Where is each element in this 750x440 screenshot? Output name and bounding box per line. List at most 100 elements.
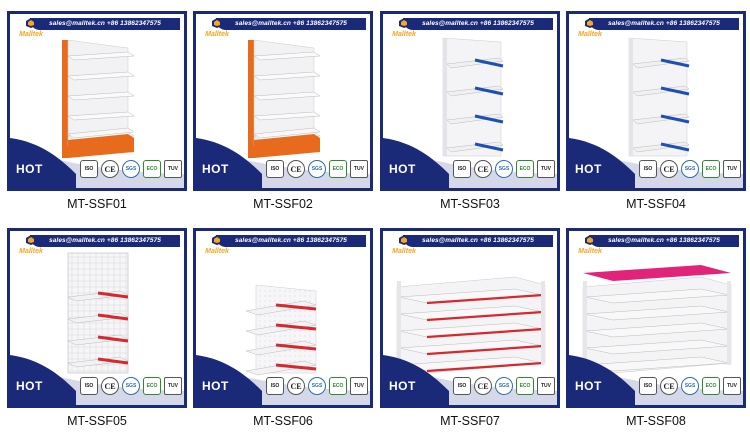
- brand-logo: Malltek: [16, 18, 46, 44]
- brand-name: Malltek: [578, 248, 602, 255]
- contact-banner: sales@malltek.cn +86 13862347575: [589, 235, 739, 247]
- eco-icon: ECO: [329, 377, 347, 395]
- product-image: [383, 34, 557, 159]
- contact-text: sales@malltek.cn +86 13862347575: [608, 237, 720, 244]
- brand-mark-icon: [26, 18, 36, 28]
- iso-icon: ISO: [639, 377, 657, 395]
- product-code[interactable]: MT-SSF01: [67, 197, 127, 211]
- brand-name: Malltek: [205, 31, 229, 38]
- brand-logo: Malltek: [202, 18, 232, 44]
- eco-icon: ECO: [702, 377, 720, 395]
- hot-badge: HOT: [16, 379, 43, 393]
- ce-icon: CE: [287, 160, 305, 178]
- product-card-7[interactable]: sales@malltek.cn +86 13862347575 Malltek…: [380, 228, 560, 408]
- contact-text: sales@malltek.cn +86 13862347575: [49, 20, 161, 27]
- brand-name: Malltek: [19, 248, 43, 255]
- ce-icon: CE: [660, 160, 678, 178]
- contact-text: sales@malltek.cn +86 13862347575: [235, 20, 347, 27]
- product-code[interactable]: MT-SSF03: [440, 197, 500, 211]
- brand-mark-icon: [585, 235, 595, 245]
- contact-text: sales@malltek.cn +86 13862347575: [422, 237, 534, 244]
- footer-swoosh: [196, 355, 370, 405]
- brand-logo: Malltek: [575, 235, 605, 261]
- shelf-illustration: [62, 39, 135, 158]
- product-code[interactable]: MT-SSF07: [440, 414, 500, 428]
- hot-badge: HOT: [202, 162, 229, 176]
- product-code[interactable]: MT-SSF02: [253, 197, 313, 211]
- brand-name: Malltek: [205, 248, 229, 255]
- product-image: [383, 251, 557, 376]
- product-card-8[interactable]: sales@malltek.cn +86 13862347575 Malltek…: [566, 228, 746, 408]
- product-image: [569, 34, 743, 159]
- hot-badge: HOT: [575, 379, 602, 393]
- contact-banner: sales@malltek.cn +86 13862347575: [30, 235, 180, 247]
- iso-icon: ISO: [80, 160, 98, 178]
- brand-name: Malltek: [392, 31, 416, 38]
- brand-name: Malltek: [392, 248, 416, 255]
- product-card-1[interactable]: sales@malltek.cn +86 13862347575 Malltek…: [7, 11, 187, 191]
- product-image: [10, 34, 184, 159]
- sgs-icon: SGS: [122, 377, 140, 395]
- hot-badge: HOT: [389, 162, 416, 176]
- contact-text: sales@malltek.cn +86 13862347575: [235, 237, 347, 244]
- tuv-icon: TUV: [537, 377, 555, 395]
- product-card-6[interactable]: sales@malltek.cn +86 13862347575 Malltek…: [193, 228, 373, 408]
- shelf-illustration: [442, 37, 504, 157]
- contact-text: sales@malltek.cn +86 13862347575: [49, 237, 161, 244]
- sgs-icon: SGS: [495, 377, 513, 395]
- hot-badge: HOT: [389, 379, 416, 393]
- product-card-3[interactable]: sales@malltek.cn +86 13862347575 Malltek…: [380, 11, 560, 191]
- product-code[interactable]: MT-SSF05: [67, 414, 127, 428]
- eco-icon: ECO: [329, 160, 347, 178]
- sgs-icon: SGS: [495, 160, 513, 178]
- eco-icon: ECO: [516, 160, 534, 178]
- tuv-icon: TUV: [537, 160, 555, 178]
- product-code[interactable]: MT-SSF04: [626, 197, 686, 211]
- contact-banner: sales@malltek.cn +86 13862347575: [403, 235, 553, 247]
- product-code[interactable]: MT-SSF06: [253, 414, 313, 428]
- footer-swoosh: [569, 138, 743, 188]
- tuv-icon: TUV: [350, 377, 368, 395]
- brand-logo: Malltek: [575, 18, 605, 44]
- ce-icon: CE: [101, 160, 119, 178]
- contact-banner: sales@malltek.cn +86 13862347575: [216, 235, 366, 247]
- iso-icon: ISO: [453, 377, 471, 395]
- ce-icon: CE: [101, 377, 119, 395]
- sgs-icon: SGS: [308, 377, 326, 395]
- eco-icon: ECO: [702, 160, 720, 178]
- iso-icon: ISO: [639, 160, 657, 178]
- product-image: [196, 34, 370, 159]
- product-image: [10, 251, 184, 376]
- brand-mark-icon: [399, 18, 409, 28]
- brand-logo: Malltek: [16, 235, 46, 261]
- contact-text: sales@malltek.cn +86 13862347575: [422, 20, 534, 27]
- tuv-icon: TUV: [723, 160, 741, 178]
- sgs-icon: SGS: [681, 160, 699, 178]
- footer-swoosh: [569, 355, 743, 405]
- product-card-2[interactable]: sales@malltek.cn +86 13862347575 Malltek…: [193, 11, 373, 191]
- sgs-icon: SGS: [681, 377, 699, 395]
- contact-banner: sales@malltek.cn +86 13862347575: [216, 18, 366, 30]
- brand-mark-icon: [399, 235, 409, 245]
- shelf-illustration: [245, 284, 317, 376]
- tuv-icon: TUV: [164, 377, 182, 395]
- brand-name: Malltek: [578, 31, 602, 38]
- footer-swoosh: [10, 138, 184, 188]
- contact-banner: sales@malltek.cn +86 13862347575: [30, 18, 180, 30]
- product-card-5[interactable]: sales@malltek.cn +86 13862347575 Malltek…: [7, 228, 187, 408]
- tuv-icon: TUV: [350, 160, 368, 178]
- product-code[interactable]: MT-SSF08: [626, 414, 686, 428]
- footer-swoosh: [383, 355, 557, 405]
- brand-logo: Malltek: [202, 235, 232, 261]
- product-card-4[interactable]: sales@malltek.cn +86 13862347575 Malltek…: [566, 11, 746, 191]
- shelf-illustration: [248, 39, 321, 158]
- hot-badge: HOT: [16, 162, 43, 176]
